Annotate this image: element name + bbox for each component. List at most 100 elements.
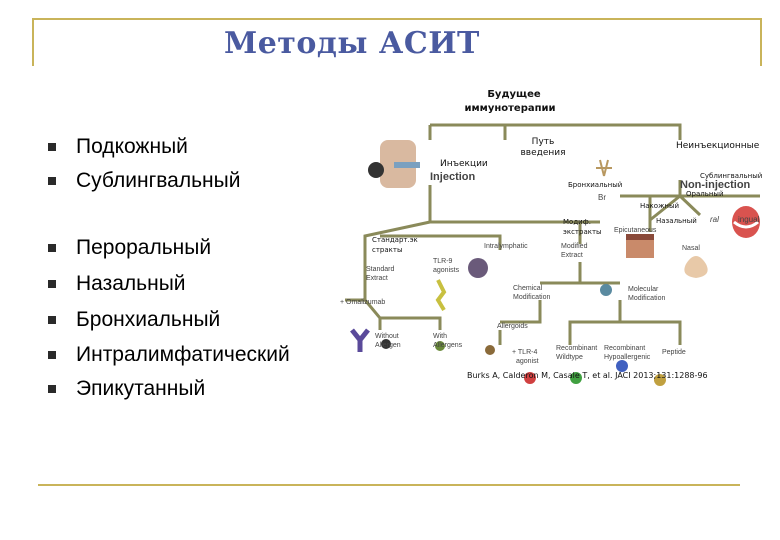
- intralymphatic-label: Intralymphatic: [484, 243, 528, 250]
- molecule-dot: [654, 374, 666, 386]
- bronchial-label-en: Br: [598, 193, 606, 202]
- recombinant-hypo-line2: Hypoallergenic: [604, 354, 651, 361]
- molecule-dot: [616, 360, 628, 372]
- frame-right-line: [760, 18, 762, 66]
- photo-knee-illustration: [368, 140, 420, 188]
- epicutaneous-label-en: Epicutaneous: [614, 227, 657, 234]
- molecular-modification-line2: Modification: [628, 295, 665, 302]
- oral-label-ru: Оральный: [686, 190, 724, 198]
- bronchial-label-ru: Бронхиальный: [568, 181, 622, 189]
- epicutaneous-label-ru: Накожный: [640, 202, 679, 210]
- injection-label-ru: Инъекции: [440, 159, 488, 169]
- standard-label-ru-line2: стракты: [372, 246, 403, 254]
- tlr4-label-line2: agonist: [516, 358, 539, 365]
- peptide-label: Peptide: [662, 349, 686, 356]
- bullet-item: Пероральный: [48, 235, 348, 261]
- nasal-label-ru: Назальный: [656, 217, 697, 225]
- route-label-line2: введения: [520, 148, 565, 158]
- tlr9-label-line2: agonists: [433, 267, 460, 274]
- standard-label-en-line2: Extract: [366, 275, 388, 282]
- bullet-item: Сублингвальный: [48, 168, 348, 194]
- frame-bottom-line: [38, 484, 740, 486]
- frame-left-line: [32, 18, 34, 66]
- molecule-dot: [381, 339, 391, 349]
- omalizumab-label: + Omalizumab: [340, 299, 385, 306]
- recombinant-hypo-line1: Recombinant: [604, 345, 645, 352]
- molecule-dot: [600, 284, 612, 296]
- nose-shape: [684, 256, 708, 278]
- root-label-line1: Будущее: [487, 89, 541, 100]
- bullet-text: Назальный: [76, 272, 186, 295]
- modified-extract-line1: Modified: [561, 243, 588, 250]
- standard-label-ru-line1: Стандарт.эк: [372, 236, 418, 244]
- antibody-shape: [350, 328, 370, 352]
- root-label-line2: иммунотерапии: [464, 103, 555, 114]
- noninjection-label-en: Non-injection: [680, 179, 751, 191]
- modif-label-ru-line1: Модиф.: [563, 218, 591, 226]
- without-allergen-line1: Without: [375, 333, 399, 340]
- bullet-marker-icon: [48, 280, 56, 288]
- bullet-marker-icon: [48, 177, 56, 185]
- bullet-text: Подкожный: [76, 135, 188, 158]
- bullet-text: Бронхиальный: [76, 308, 221, 331]
- without-allergen-line2: Allergen: [375, 342, 401, 349]
- noninjection-label-ru: Неинъекционные: [676, 141, 760, 151]
- oral-label-en: ral: [710, 215, 719, 224]
- slide-title: Методы АСИТ: [224, 26, 480, 61]
- bullet-item: Бронхиальный: [48, 307, 348, 333]
- dna-shape: [435, 279, 447, 312]
- sublingual-label-ru: Сублингвальный: [700, 172, 762, 180]
- recombinant-wildtype-line1: Recombinant: [556, 345, 597, 352]
- bullet-marker-icon: [48, 143, 56, 151]
- sublingual-label-en: ingual: [738, 215, 760, 224]
- mouth-shape: [732, 206, 760, 238]
- allergoids-label: Allergoids: [497, 323, 528, 330]
- cell-shape: [468, 258, 488, 278]
- standard-label-en-line1: Standard: [366, 266, 395, 273]
- tlr4-label-line1: + TLR-4: [512, 349, 537, 356]
- bullet-item: Эпикутанный: [48, 376, 348, 402]
- molecule-dot: [524, 372, 536, 384]
- syringe-shape: [394, 162, 420, 168]
- photo-lungs-illustration: [596, 159, 612, 177]
- photo-cell-illustration: [468, 258, 488, 278]
- bullet-marker-icon: [48, 244, 56, 252]
- bullet-item: Назальный: [48, 271, 348, 297]
- mouth-teeth: [733, 220, 759, 229]
- with-allergens-line2: Allergens: [433, 342, 463, 349]
- connector-lines: [345, 123, 760, 345]
- bullet-item: Интралимфатический: [48, 342, 348, 368]
- chemical-modification-line2: Modification: [513, 294, 550, 301]
- route-label-line1: Путь: [532, 137, 555, 147]
- bullet-text: Интралимфатический: [76, 343, 290, 366]
- tlr9-label-line1: TLR-9: [433, 258, 453, 265]
- bullet-text: Эпикутанный: [76, 377, 206, 400]
- recombinant-wildtype-line2: Wildtype: [556, 354, 583, 361]
- bullet-marker-icon: [48, 351, 56, 359]
- frame-top-line: [32, 18, 762, 20]
- injection-label-en: Injection: [430, 171, 476, 183]
- photo-nose-illustration: [684, 256, 708, 278]
- photo-mouth-illustration: [732, 206, 760, 238]
- bullet-text: Сублингвальный: [76, 169, 241, 192]
- skin-layer: [626, 234, 654, 240]
- photo-molecules-illustration: [381, 279, 666, 386]
- bronchi-shape: [596, 159, 612, 177]
- modif-label-ru-line2: экстракты: [563, 228, 602, 236]
- with-allergens-line1: With: [433, 333, 447, 340]
- molecular-modification-line1: Molecular: [628, 286, 659, 293]
- bullet-marker-icon: [48, 316, 56, 324]
- photo-skin-illustration: [626, 234, 654, 258]
- bullet-item: Подкожный: [48, 134, 348, 160]
- molecule-dot: [435, 341, 445, 351]
- bullet-marker-icon: [48, 385, 56, 393]
- bullet-text: Пероральный: [76, 236, 212, 259]
- chemical-modification-line1: Chemical: [513, 285, 543, 292]
- photo-antibody-illustration: [350, 328, 370, 352]
- molecule-dot: [485, 345, 495, 355]
- modified-extract-line2: Extract: [561, 252, 583, 259]
- molecule-dot: [570, 372, 582, 384]
- nasal-label-en: Nasal: [682, 245, 700, 252]
- citation-text: Burks A, Calderon M, Casale T, et al. JA…: [467, 371, 708, 380]
